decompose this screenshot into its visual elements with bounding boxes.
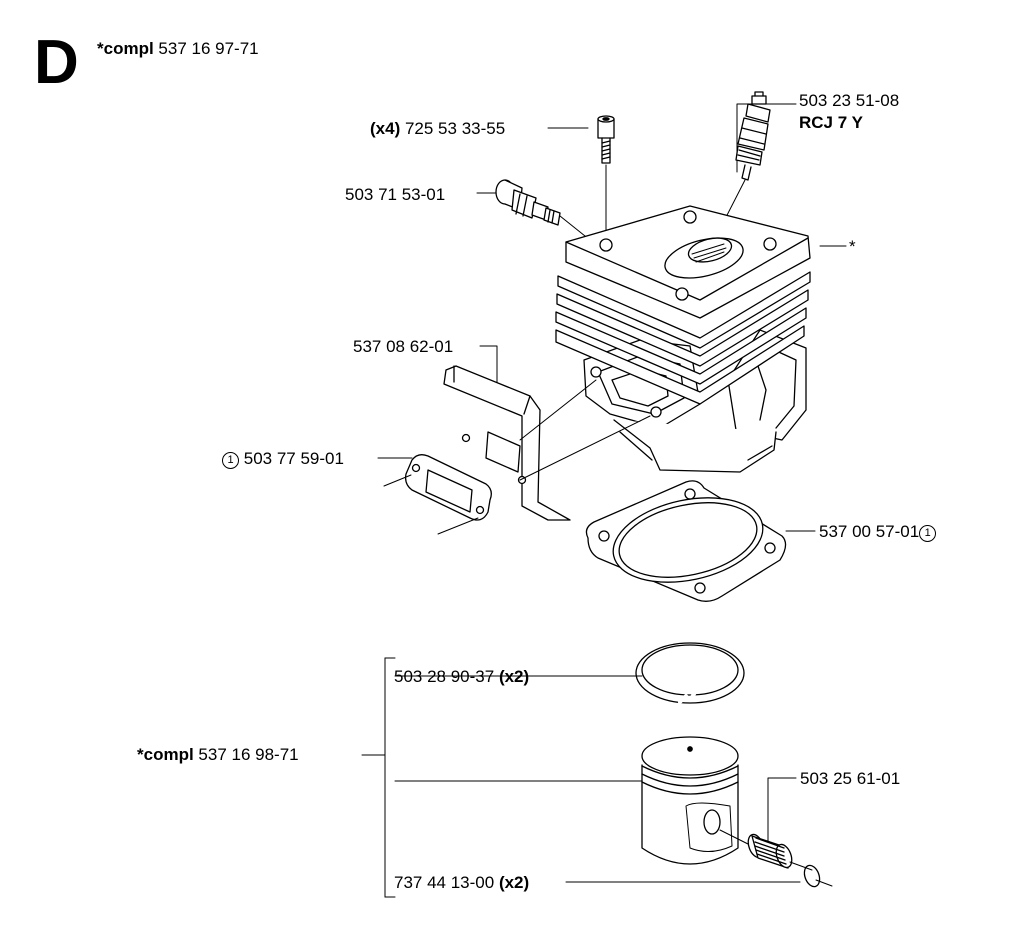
heat-shield-drawing [444, 366, 570, 520]
reference-circle-1: 1 [222, 452, 239, 469]
bolt-part-number: 725 53 33-55 [404, 119, 506, 138]
piston-ring-label: 503 28 90-37 (x2) [394, 668, 529, 685]
piston-kit-label: *compl 537 16 98-71 [137, 746, 299, 763]
bolt-quantity: (x4) [370, 119, 401, 138]
cylinder-drawing [556, 206, 810, 472]
muffler-gasket-label: 1 503 77 59-01 [222, 450, 344, 469]
piston-kit-part-number: 537 16 98-71 [198, 745, 299, 764]
decomp-valve-part-number: 503 71 53-01 [345, 185, 446, 204]
piston-ring-drawing [636, 643, 744, 703]
circlip-drawing [802, 863, 832, 888]
needle-bearing-part-number: 503 25 61-01 [800, 769, 901, 788]
spark-plug-type: RCJ 7 Y [799, 114, 863, 131]
circlip-label: 737 44 13-00 (x2) [394, 874, 529, 891]
muffler-gasket-part-number: 503 77 59-01 [243, 449, 344, 468]
assembly-title: *compl 537 16 97-71 [97, 40, 259, 57]
bolt-label: (x4) 725 53 33-55 [370, 120, 505, 137]
spark-plug-type-text: RCJ 7 Y [799, 113, 863, 132]
cylinder-asterisk: * [849, 237, 856, 256]
assembly-part-number: 537 16 97-71 [158, 39, 259, 58]
cylinder-gasket-part-number: 537 00 57-01 [819, 522, 920, 541]
spark-plug-part-number: 503 23 51-08 [799, 91, 900, 110]
circlip-part-number: 737 44 13-00 [394, 873, 495, 892]
heat-shield-part-number: 537 08 62-01 [353, 337, 454, 356]
piston-drawing [642, 737, 752, 864]
section-letter: D [34, 28, 79, 97]
circlip-quantity: (x2) [498, 873, 530, 892]
cylinder-gasket-drawing [586, 481, 785, 601]
decompression-valve-drawing [496, 180, 590, 240]
piston-ring-part-number: 503 28 90-37 [394, 667, 495, 686]
reference-circle-1: 1 [919, 525, 937, 542]
muffler-gasket-drawing [384, 360, 650, 534]
assembly-prefix: *compl [97, 39, 154, 58]
piston-ring-quantity: (x2) [498, 667, 530, 686]
bolt-drawing [598, 116, 614, 245]
piston-kit-prefix: *compl [137, 745, 194, 764]
needle-bearing-drawing [745, 832, 812, 870]
